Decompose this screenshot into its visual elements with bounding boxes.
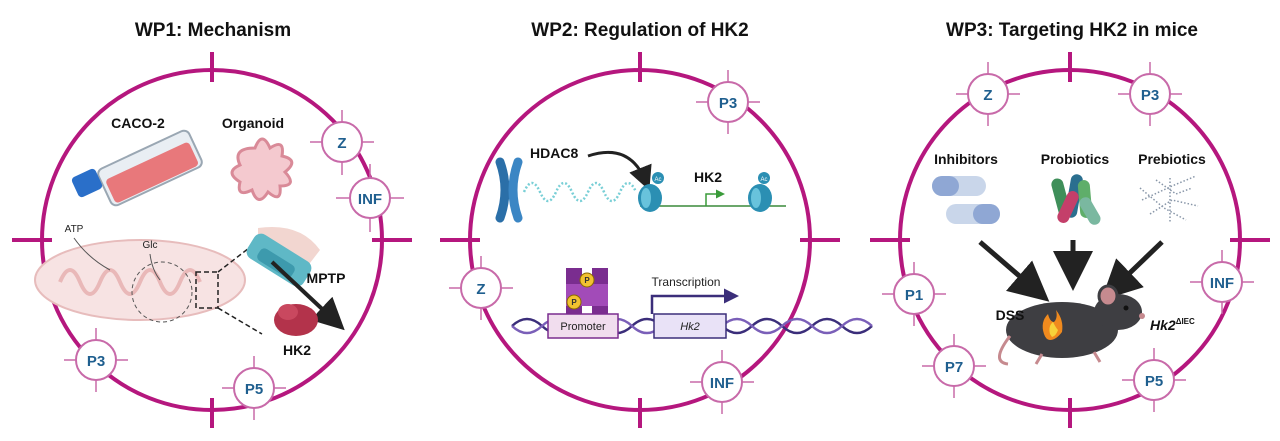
ac-tag-right: Ac: [760, 177, 767, 183]
label-mouse-genotype: Hk2ΔIEC: [1150, 317, 1195, 333]
mouse-genotype-base: Hk2: [1150, 317, 1176, 333]
panel-title-wp3: WP3: Targeting HK2 in mice: [946, 20, 1198, 41]
svg-text:Z: Z: [337, 135, 346, 152]
wp2-spokes: [440, 52, 840, 428]
svg-text:P5: P5: [245, 381, 263, 398]
wp1-node-p5: P5: [222, 356, 286, 420]
panel-title-wp2: WP2: Regulation of HK2: [531, 20, 748, 41]
phospho-tag-bottom: P: [571, 298, 577, 307]
label-atp: ATP: [65, 224, 84, 235]
phospho-tag-top: P: [584, 276, 590, 285]
wp3-node-p7: P7: [922, 334, 986, 398]
panel-wp1: WP1: Mechanism CACO-2 Organoid ATP Glc: [12, 20, 412, 428]
inhibitors-arrow: [978, 240, 1050, 302]
wp1-spokes: [12, 52, 412, 428]
mouse-icon: [998, 284, 1145, 366]
wp2-node-inf: INF: [690, 350, 754, 414]
gene-box: [653, 313, 727, 339]
wp3-node-p3: P3: [1118, 62, 1182, 126]
label-gene: Hk2: [680, 321, 700, 333]
zoom-line-bottom: [217, 307, 263, 335]
svg-text:P3: P3: [87, 353, 105, 370]
zoom-box: [195, 271, 219, 309]
label-hk2-gene: HK2: [694, 169, 722, 185]
organoid-icon: [230, 137, 294, 201]
ac-tag-left: Ac: [654, 177, 661, 183]
prebiotics-arrow: [1101, 240, 1164, 301]
wp3-node-p5: P5: [1122, 348, 1186, 412]
nucleosome-right-icon: Ac: [748, 172, 772, 212]
hk2-protein-icon: [274, 304, 318, 336]
mptp-zoom-icon: [246, 226, 320, 287]
promoter-box: [547, 313, 619, 339]
wp2-node-p3: P3: [696, 70, 760, 134]
svg-text:INF: INF: [1210, 275, 1234, 292]
panel-wp2: WP2: Regulation of HK2 HDAC8 Ac: [440, 20, 873, 428]
label-transcription: Transcription: [652, 275, 721, 289]
svg-text:INF: INF: [710, 375, 734, 392]
inflammation-flame-icon: [1042, 310, 1063, 340]
prebiotics-fiber-icon: [1139, 175, 1199, 222]
label-dss: DSS: [996, 307, 1025, 323]
label-mptp: MPTP: [307, 270, 346, 286]
atp-link: [73, 237, 111, 271]
wp3-node-z: Z: [956, 62, 1020, 126]
wp2-ring: [468, 68, 812, 412]
label-prebiotics: Prebiotics: [1138, 151, 1206, 167]
bacteria-icon: [1051, 174, 1101, 225]
wp3-node-p1: P1: [882, 262, 946, 326]
zoom-line-top: [217, 237, 263, 273]
chromosome-icon: [495, 157, 523, 223]
wp2-node-z: Z: [449, 256, 513, 320]
mitochondrion-icon: [34, 239, 246, 323]
label-cell-line: CACO-2: [111, 115, 165, 131]
mptp-arrow: [270, 260, 345, 331]
hdac8-arrow: [587, 150, 652, 191]
wp3-node-inf: INF: [1190, 250, 1254, 314]
panel-wp3: WP3: Targeting HK2 in mice Inhibitors Pr…: [870, 20, 1270, 428]
transcription-arrow: [650, 288, 739, 314]
mouse-genotype-sup: ΔIEC: [1176, 317, 1195, 326]
svg-text:P5: P5: [1145, 373, 1163, 390]
label-inhibitors: Inhibitors: [934, 151, 998, 167]
label-organoid: Organoid: [222, 115, 284, 131]
label-glc: Glc: [143, 240, 158, 251]
svg-text:INF: INF: [358, 191, 382, 208]
label-hk2: HK2: [283, 342, 311, 358]
wp1-node-z: Z: [310, 110, 374, 175]
pills-icon: [932, 176, 1000, 224]
label-probiotics: Probiotics: [1041, 151, 1110, 167]
svg-text:P3: P3: [719, 95, 737, 112]
svg-text:P1: P1: [905, 287, 923, 304]
panel-title-wp1: WP1: Mechanism: [135, 20, 291, 41]
chromatin-coil: [522, 181, 638, 203]
transcription-factor-icon: P P: [566, 268, 608, 322]
svg-text:P7: P7: [945, 359, 963, 376]
nucleosome-left-icon: Ac: [638, 172, 664, 212]
svg-text:P3: P3: [1141, 87, 1159, 104]
label-hdac8: HDAC8: [530, 145, 578, 161]
label-promoter: Promoter: [560, 321, 606, 333]
svg-text:Z: Z: [476, 281, 485, 298]
svg-text:Z: Z: [983, 87, 992, 104]
wp3-spokes: [870, 52, 1270, 428]
wp1-node-inf: INF: [336, 164, 404, 232]
glc-link: [149, 253, 161, 281]
tss-arrow-icon: [705, 189, 725, 206]
cell-flask-icon: [71, 129, 203, 207]
wp1-node-p3: P3: [64, 328, 128, 392]
